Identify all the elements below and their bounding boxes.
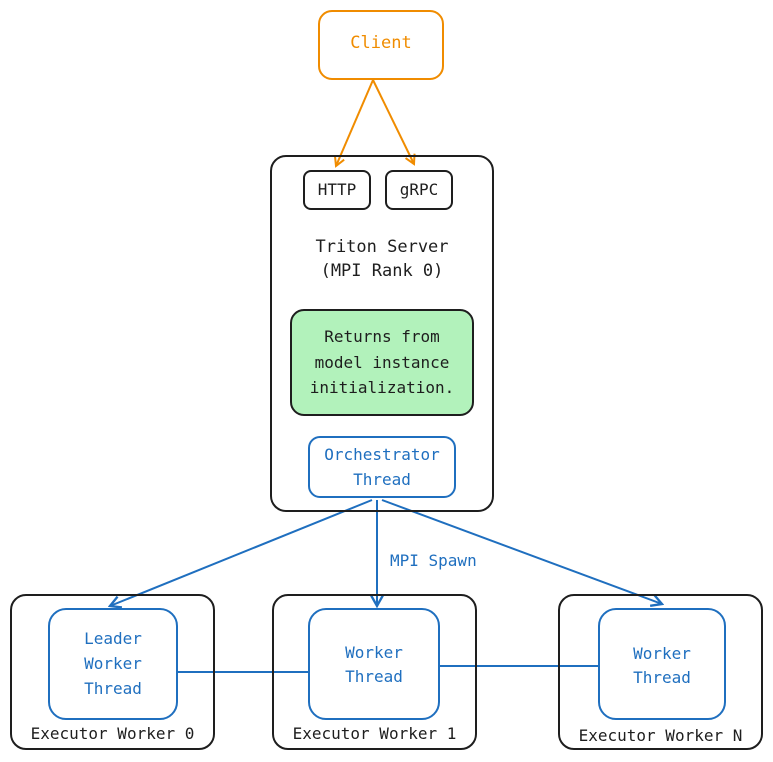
executor-worker-n-box xyxy=(558,594,763,750)
leader-worker-thread-box xyxy=(48,608,178,720)
http-label: HTTP xyxy=(317,180,357,199)
worker-1-thread-box xyxy=(308,608,440,720)
client-box xyxy=(318,10,444,80)
grpc-endpoint xyxy=(385,170,453,210)
executor-worker-1-label: Executor Worker 1 xyxy=(292,724,457,743)
worker-0-thread-line2: Worker xyxy=(84,654,142,673)
init-note-box xyxy=(290,309,474,416)
client-label: Client xyxy=(350,33,412,53)
worker-1-thread-line2: Thread xyxy=(345,667,403,686)
executor-worker-1-box xyxy=(272,594,477,750)
executor-worker-n-label: Executor Worker N xyxy=(578,726,743,745)
server-title-line2: (MPI Rank 0) xyxy=(320,261,444,281)
orchestrator-line1: Orchestrator xyxy=(324,445,440,464)
triton-server-box xyxy=(270,155,494,512)
orchestrator-thread-box xyxy=(308,436,456,498)
arrow-client-to-http xyxy=(336,79,374,166)
executor-worker-0-label: Executor Worker 0 xyxy=(30,724,195,743)
orchestrator-line2: Thread xyxy=(353,470,411,489)
arrow-spawn-worker-n xyxy=(381,499,662,604)
executor-worker-0-box xyxy=(10,594,215,750)
worker-0-thread-line3: Thread xyxy=(84,679,142,698)
mpi-spawn-label: MPI Spawn xyxy=(390,551,477,570)
server-title-line1: Triton Server xyxy=(315,237,449,257)
http-endpoint xyxy=(303,170,371,210)
grpc-label: gRPC xyxy=(399,180,439,199)
arrow-spawn-worker-0 xyxy=(110,499,373,606)
init-note-line1: Returns from xyxy=(324,327,440,346)
arrow-client-to-grpc xyxy=(372,79,414,164)
init-note-line2: model instance xyxy=(314,353,450,372)
init-note-line3: initialization. xyxy=(309,378,455,397)
worker-n-thread-line2: Thread xyxy=(633,668,691,687)
worker-n-thread-box xyxy=(598,608,726,720)
worker-1-thread-line1: Worker xyxy=(345,643,403,662)
worker-0-thread-line1: Leader xyxy=(84,629,142,648)
worker-n-thread-line1: Worker xyxy=(633,644,691,663)
